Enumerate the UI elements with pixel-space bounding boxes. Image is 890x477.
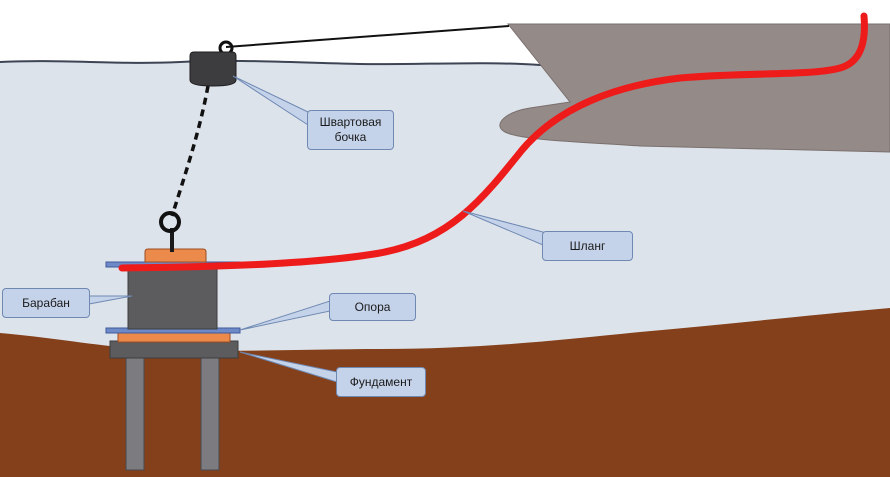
seabed [0, 308, 890, 477]
pile-left [125, 351, 145, 471]
top-pad [144, 248, 207, 263]
mooring-buoy [189, 51, 237, 87]
ship-hull [499, 23, 890, 153]
callout-drum: Барабан [2, 288, 90, 318]
drum-shackle-ring [159, 211, 181, 233]
foundation-block [109, 340, 239, 359]
lower-pad [117, 332, 231, 343]
drum-body [127, 264, 218, 330]
callout-support: Опора [329, 293, 416, 321]
callout-mooring-buoy: Швартовая бочка [307, 110, 394, 150]
pile-right [200, 351, 220, 471]
callout-hose: Шланг [542, 231, 633, 261]
callout-foundation: Фундамент [336, 367, 426, 397]
hose [118, 12, 868, 272]
mooring-line [225, 25, 510, 48]
anchor-chain [170, 85, 210, 217]
